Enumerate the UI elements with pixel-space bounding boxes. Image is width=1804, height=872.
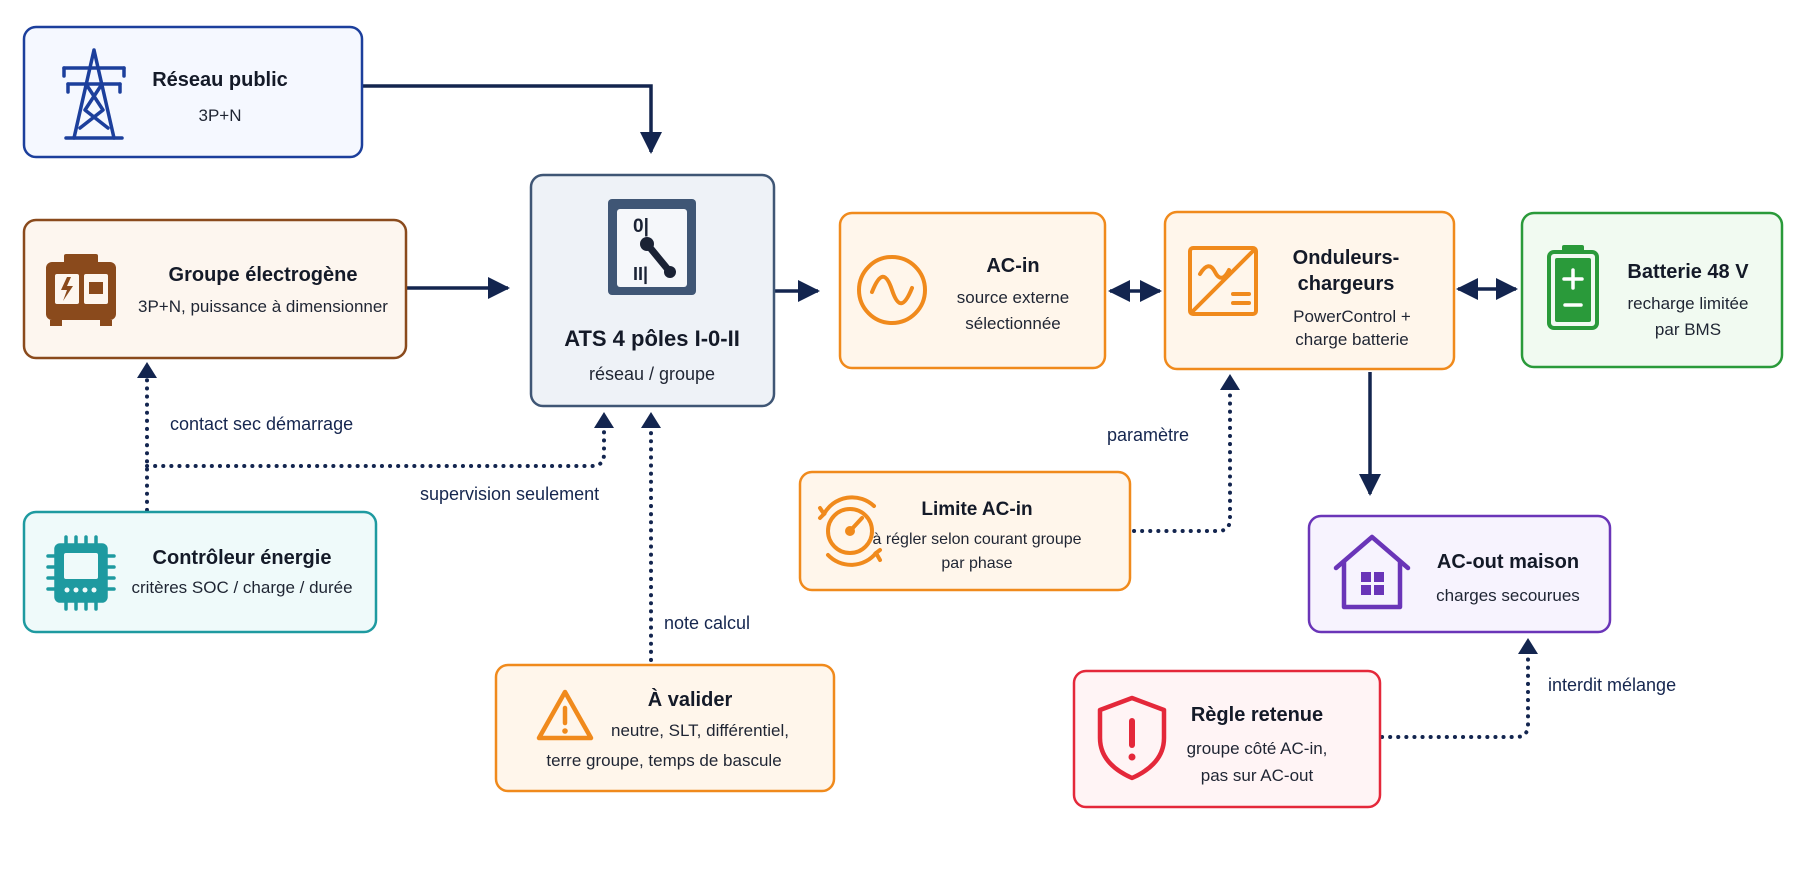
batterie-sub2: par BMS (1655, 320, 1721, 339)
controleur-title: Contrôleur énergie (153, 547, 332, 569)
warning-icon (536, 689, 594, 741)
edge-controleur-to-ats (145, 424, 606, 468)
arrow-ats-note-head (641, 412, 661, 428)
node-ats: 0| II| ATS 4 pôles I-0-II réseau / group… (529, 173, 776, 408)
node-groupe-electrogene: Groupe électrogène 3P+N, puissance à dim… (22, 218, 408, 360)
ats-sub: réseau / groupe (589, 364, 715, 384)
node-ac-out-maison: AC-out maison charges secourues (1307, 514, 1612, 634)
onduleurs-sub2: charge batterie (1295, 330, 1408, 349)
sine-wave-icon (857, 255, 927, 325)
transfer-switch-icon: 0| II| (608, 199, 696, 295)
edges-dotted (137, 362, 1538, 739)
chip-icon (46, 535, 116, 611)
onduleurs-title1: Onduleurs- (1293, 247, 1400, 269)
acout-sub: charges secourues (1436, 586, 1580, 605)
node-ac-in: AC-in source externe sélectionnée (838, 211, 1107, 370)
groupe-title: Groupe électrogène (169, 264, 358, 286)
node-reseau-public: Réseau public 3P+N (22, 25, 364, 159)
acin-title: AC-in (986, 255, 1039, 277)
arrow-groupe-head (137, 362, 157, 378)
regle-sub2: pas sur AC-out (1201, 766, 1314, 785)
node-batterie: Batterie 48 V recharge limitée par BMS (1520, 211, 1784, 369)
valider-sub1: neutre, SLT, différentiel, (611, 721, 789, 740)
label-supervision: supervision seulement (420, 484, 599, 504)
node-controleur-energie: Contrôleur énergie critères SOC / charge… (22, 510, 378, 634)
acin-sub1: source externe (957, 288, 1069, 307)
edge-limite-to-onduleurs (1132, 386, 1232, 533)
inverter-icon (1188, 246, 1258, 316)
generator-icon (46, 254, 116, 326)
gauge-icon (818, 495, 882, 567)
batterie-sub1: recharge limitée (1628, 294, 1749, 313)
label-note-calcul: note calcul (664, 613, 750, 633)
battery-icon (1547, 245, 1599, 330)
reseau-sub: 3P+N (199, 106, 242, 125)
edge-reseau-to-ats (362, 84, 662, 154)
label-interdit: interdit mélange (1548, 675, 1676, 695)
regle-sub1: groupe côté AC-in, (1187, 739, 1328, 758)
reseau-title: Réseau public (152, 69, 288, 91)
edge-regle-to-acout (1380, 650, 1530, 739)
limite-sub2: par phase (941, 555, 1012, 572)
node-limite-acin: Limite AC-in à régler selon courant grou… (798, 470, 1132, 592)
power-pylon-icon (62, 48, 126, 140)
onduleurs-title2: chargeurs (1298, 273, 1395, 295)
label-parametre: paramètre (1107, 425, 1189, 445)
arrow-ats-supervision-head (594, 412, 614, 428)
switch-label-top: 0| (633, 216, 649, 237)
node-a-valider: À valider neutre, SLT, différentiel, ter… (494, 663, 836, 793)
onduleurs-sub1: PowerControl + (1293, 307, 1411, 326)
switch-label-bottom: II| (633, 264, 648, 284)
shield-alert-icon (1097, 695, 1167, 781)
ats-title: ATS 4 pôles I-0-II (564, 326, 740, 351)
label-contact-sec: contact sec démarrage (170, 414, 353, 434)
valider-sub2: terre groupe, temps de bascule (546, 751, 781, 770)
regle-title: Règle retenue (1191, 704, 1323, 726)
arrow-acout-head (1518, 638, 1538, 654)
groupe-sub: 3P+N, puissance à dimensionner (138, 297, 388, 316)
node-regle-retenue: Règle retenue groupe côté AC-in, pas sur… (1072, 669, 1382, 809)
node-onduleurs-chargeurs: Onduleurs- chargeurs PowerControl + char… (1163, 210, 1456, 371)
acout-title: AC-out maison (1437, 551, 1579, 573)
controleur-sub: critères SOC / charge / durée (131, 578, 352, 597)
edge-labels: contact sec démarrage supervision seulem… (170, 414, 1676, 695)
limite-sub1: à régler selon courant groupe (872, 531, 1081, 548)
edges-solid (362, 84, 1518, 496)
batterie-title: Batterie 48 V (1627, 261, 1749, 283)
house-icon (1333, 534, 1411, 610)
arrow-onduleurs-head (1220, 374, 1240, 390)
acin-sub2: sélectionnée (965, 314, 1060, 333)
valider-title: À valider (648, 688, 733, 711)
limite-title: Limite AC-in (921, 499, 1032, 520)
